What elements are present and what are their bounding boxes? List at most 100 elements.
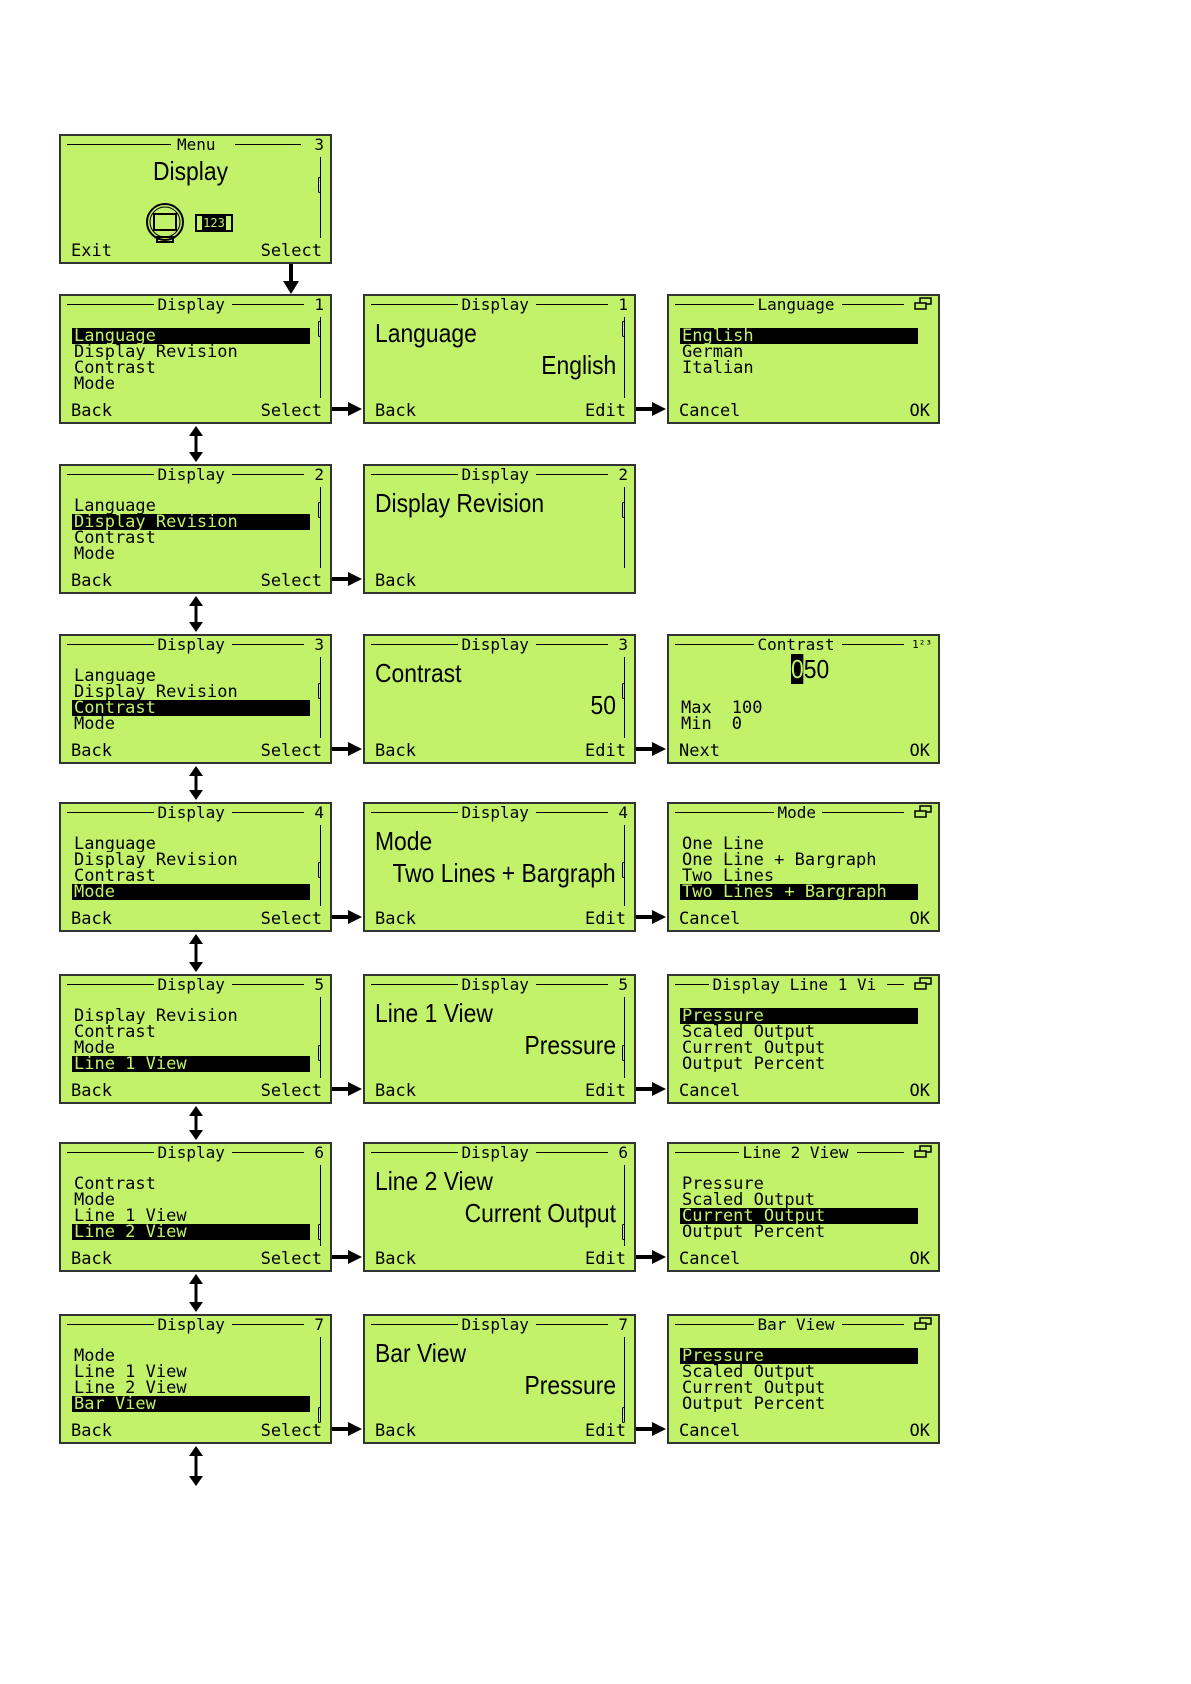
screen-footer: Back Select — [71, 1248, 322, 1270]
edit-button[interactable]: Edit — [585, 1081, 626, 1101]
arrow-right-icon — [332, 1250, 362, 1264]
screen-footer: Back Select — [71, 1420, 322, 1442]
list-item[interactable]: Output Percent — [682, 1224, 826, 1240]
contrast-value-input[interactable]: 050 — [791, 654, 830, 684]
list-item[interactable]: Display Revision — [74, 344, 238, 360]
select-button[interactable]: Select — [260, 1081, 322, 1101]
edit-button[interactable]: Edit — [585, 1249, 626, 1269]
back-button[interactable]: Back — [375, 1081, 416, 1101]
list-item[interactable]: Display Revision — [74, 684, 238, 700]
list-item[interactable]: Mode — [74, 1192, 115, 1208]
list-item[interactable]: Mode — [74, 546, 115, 562]
list-item[interactable]: Mode — [74, 1348, 115, 1364]
edit-button[interactable]: Edit — [585, 909, 626, 929]
list-item[interactable]: Current Output — [682, 1040, 826, 1056]
list-item[interactable]: Line 2 View — [74, 1380, 187, 1396]
list-item[interactable]: Contrast — [74, 1176, 156, 1192]
list-item[interactable]: Language — [74, 498, 156, 514]
ok-button[interactable]: OK — [909, 401, 930, 421]
list-item[interactable]: Mode — [74, 716, 115, 732]
cancel-button[interactable]: Cancel — [679, 909, 741, 929]
list-item[interactable]: Output Percent — [682, 1396, 826, 1412]
ok-button[interactable]: OK — [909, 741, 930, 761]
list-item[interactable]: Pressure — [682, 1176, 764, 1192]
back-button[interactable]: Back — [71, 909, 112, 929]
list-item[interactable]: Language — [74, 668, 156, 684]
list-item[interactable]: Line 1 View — [74, 1208, 187, 1224]
back-button[interactable]: Back — [71, 1421, 112, 1441]
list-item[interactable]: Contrast — [74, 360, 156, 376]
cancel-button[interactable]: Cancel — [679, 1081, 741, 1101]
list-item[interactable]: Current Output — [680, 1208, 918, 1224]
select-button[interactable]: Select — [260, 909, 322, 929]
exit-button[interactable]: Exit — [71, 241, 112, 261]
screen-footer: Cancel OK — [679, 1080, 930, 1102]
edit-button[interactable]: Edit — [585, 401, 626, 421]
select-button[interactable]: Select — [260, 1249, 322, 1269]
list-item[interactable]: English — [680, 328, 918, 344]
list-item[interactable]: German — [682, 344, 744, 360]
list-item[interactable]: Bar View — [72, 1396, 310, 1412]
ok-button[interactable]: OK — [909, 1081, 930, 1101]
list-item[interactable]: Language — [74, 836, 156, 852]
ok-button[interactable]: OK — [909, 1421, 930, 1441]
list-item[interactable]: Contrast — [72, 700, 310, 716]
back-button[interactable]: Back — [375, 909, 416, 929]
select-button[interactable]: Select — [260, 241, 322, 261]
select-button[interactable]: Select — [260, 1421, 322, 1441]
list-item[interactable]: Italian — [682, 360, 754, 376]
list-item[interactable]: Mode — [74, 376, 115, 392]
back-button[interactable]: Back — [375, 571, 416, 591]
list-item[interactable]: Mode — [74, 1040, 115, 1056]
back-button[interactable]: Back — [375, 741, 416, 761]
back-button[interactable]: Back — [71, 1081, 112, 1101]
back-button[interactable]: Back — [71, 741, 112, 761]
select-button[interactable]: Select — [260, 401, 322, 421]
list-item[interactable]: Mode — [72, 884, 310, 900]
detail-value: 50 — [590, 690, 616, 720]
arrow-updown-icon — [188, 766, 204, 800]
header-rule — [535, 644, 608, 645]
back-button[interactable]: Back — [375, 1421, 416, 1441]
header-rule — [675, 304, 754, 305]
cancel-button[interactable]: Cancel — [679, 1421, 741, 1441]
edit-button[interactable]: Edit — [585, 1421, 626, 1441]
list-item[interactable]: Contrast — [74, 1024, 156, 1040]
list-item[interactable]: Display Revision — [72, 514, 310, 530]
list-item[interactable]: Pressure — [680, 1348, 918, 1364]
list-item[interactable]: Two Lines + Bargraph — [680, 884, 918, 900]
list-item[interactable]: Current Output — [682, 1380, 826, 1396]
list-item[interactable]: Scaled Output — [682, 1364, 816, 1380]
list-item[interactable]: Contrast — [74, 868, 156, 884]
back-button[interactable]: Back — [375, 1249, 416, 1269]
cancel-button[interactable]: Cancel — [679, 401, 741, 421]
back-button[interactable]: Back — [71, 571, 112, 591]
list-item[interactable]: Display Revision — [74, 852, 238, 868]
list-item[interactable]: Line 2 View — [72, 1224, 310, 1240]
screen-header: Display Line 1 Vi — [675, 976, 932, 993]
list-item[interactable]: Scaled Output — [682, 1024, 816, 1040]
back-button[interactable]: Back — [71, 1249, 112, 1269]
select-button[interactable]: Select — [260, 741, 322, 761]
list-item[interactable]: Language — [72, 328, 310, 344]
list-item[interactable]: Line 1 View — [72, 1056, 310, 1072]
back-button[interactable]: Back — [375, 401, 416, 421]
list-item[interactable]: Output Percent — [682, 1056, 826, 1072]
ok-button[interactable]: OK — [909, 909, 930, 929]
select-button[interactable]: Select — [260, 571, 322, 591]
list-item[interactable]: One Line + Bargraph — [682, 852, 877, 868]
list-item[interactable]: Contrast — [74, 530, 156, 546]
edit-button[interactable]: Edit — [585, 741, 626, 761]
list-item[interactable]: Two Lines — [682, 868, 775, 884]
next-button[interactable]: Next — [679, 741, 720, 761]
ok-button[interactable]: OK — [909, 1249, 930, 1269]
back-button[interactable]: Back — [71, 401, 112, 421]
list-item[interactable]: Line 1 View — [74, 1364, 187, 1380]
list-item[interactable]: Pressure — [680, 1008, 918, 1024]
list-item[interactable]: Scaled Output — [682, 1192, 816, 1208]
cancel-button[interactable]: Cancel — [679, 1249, 741, 1269]
list-item[interactable]: One Line — [682, 836, 764, 852]
header-rule — [535, 812, 608, 813]
list-item[interactable]: Display Revision — [74, 1008, 238, 1024]
